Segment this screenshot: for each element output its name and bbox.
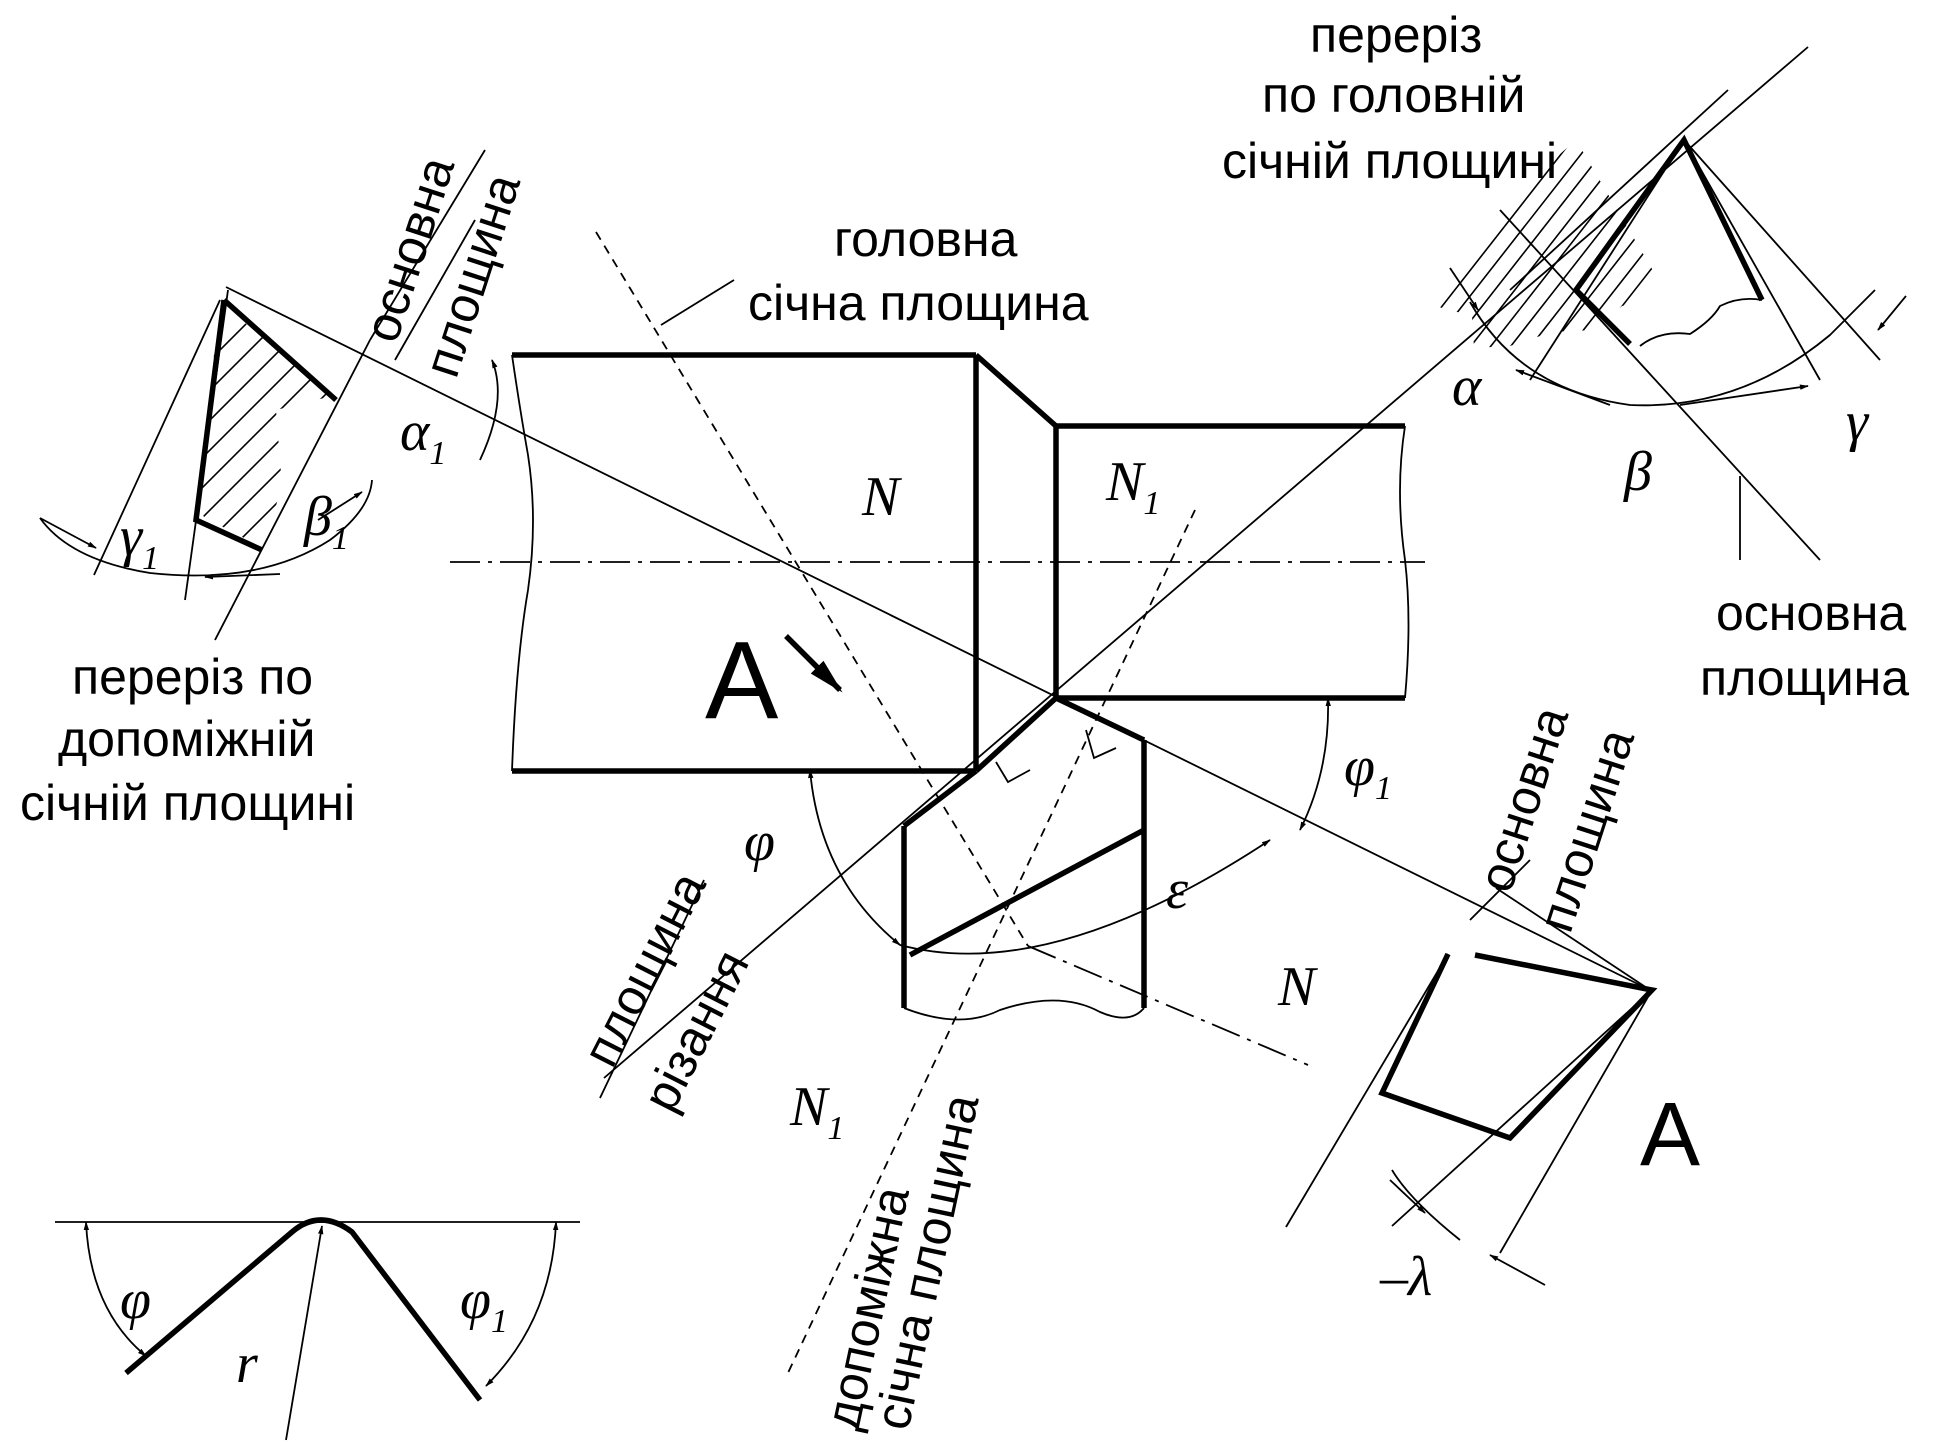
view-a-title: A	[1640, 1085, 1700, 1185]
main-section-title-1: переріз	[1310, 7, 1482, 63]
angle-beta1: β1	[303, 486, 349, 557]
aux-section-title-3: січній площині	[20, 775, 355, 831]
angle-alpha: α	[1452, 356, 1483, 418]
angle-phi-detail: φ	[120, 1269, 151, 1331]
plan-angle-arcs	[808, 697, 1331, 955]
main-cutting-plane-trace	[595, 231, 1029, 947]
view-a-arrow-letter: A	[705, 619, 779, 742]
main-cutting-plane-label-1: головна	[834, 211, 1018, 267]
tool-holder-body	[511, 352, 1410, 1021]
label-N-bottom: N	[1277, 956, 1318, 1018]
angle-epsilon: ε	[1166, 859, 1189, 921]
construction-lines	[225, 46, 1809, 1376]
base-plane-right-2: площина	[1700, 650, 1909, 706]
feed-arrow	[784, 634, 843, 693]
base-plane-right-1: основна	[1716, 585, 1906, 641]
nose-radius-detail	[55, 1217, 580, 1441]
main-section-title-2: по головній	[1262, 67, 1525, 123]
label-N1-top: N1	[1105, 451, 1160, 522]
view-a-section	[1285, 859, 1658, 1286]
label-N-top: N	[861, 466, 902, 528]
angle-phi: φ	[744, 811, 775, 873]
angle-lambda: –λ	[1379, 1246, 1432, 1308]
right-angle-marks	[995, 729, 1117, 784]
angle-beta: β	[1623, 441, 1652, 503]
aux-section-title-2: допоміжній	[58, 711, 315, 767]
aux-cutting-plane-trace	[786, 509, 1196, 1376]
angle-phi1: φ1	[1344, 736, 1392, 807]
aux-section	[39, 149, 499, 641]
main-section-title-3: січній площині	[1222, 133, 1557, 189]
aux-section-title-1: переріз по	[72, 649, 313, 705]
main-cutting-plane-label-2: січна площина	[748, 275, 1089, 331]
angle-gamma: γ	[1846, 391, 1870, 453]
main-cutting-plane-leader	[660, 279, 735, 326]
label-N1-bottom: N1	[789, 1076, 844, 1147]
angle-gamma1: γ1	[120, 506, 159, 577]
normal-N-trace	[1027, 945, 1309, 1066]
angle-phi1-detail: φ1	[460, 1269, 508, 1340]
cutting-plane-line	[603, 46, 1809, 1079]
nose-radius-r: r	[236, 1333, 258, 1395]
angle-alpha1: α1	[400, 401, 446, 472]
base-plane-line-left	[225, 286, 1651, 991]
